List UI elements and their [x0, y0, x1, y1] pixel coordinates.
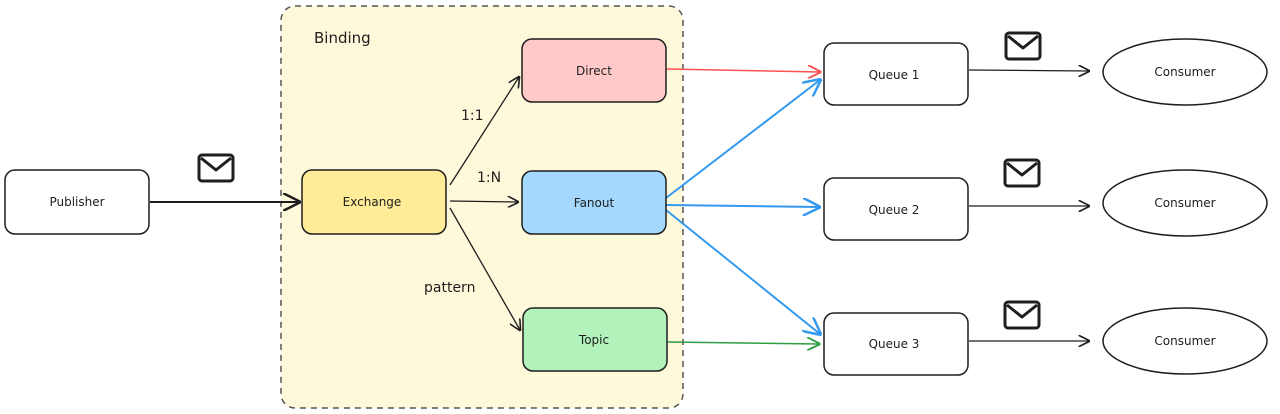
fanout-exchange-node[interactable]: Fanout — [521, 170, 667, 235]
queue3-node[interactable]: Queue 3 — [823, 312, 969, 376]
edge-exchange-fanout — [449, 201, 518, 202]
direct-exchange-node[interactable]: Direct — [521, 38, 667, 103]
queue1-node[interactable]: Queue 1 — [823, 42, 969, 106]
binding-label: Binding — [314, 29, 371, 47]
consumer1-label: Consumer — [1154, 65, 1215, 79]
fanout-label: Fanout — [574, 196, 615, 210]
topic-exchange-node[interactable]: Topic — [522, 307, 668, 372]
queue1-label: Queue 1 — [869, 68, 920, 82]
queue3-label: Queue 3 — [869, 337, 920, 351]
envelope-icon — [1004, 31, 1042, 61]
consumer2-label: Consumer — [1154, 196, 1215, 210]
edge-queue1-consumer1 — [968, 70, 1089, 71]
publisher-label: Publisher — [49, 195, 104, 209]
consumer3-label: Consumer — [1154, 334, 1215, 348]
edge-label-direct: 1:1 — [461, 108, 484, 124]
edge-fanout-queue1 — [665, 80, 820, 199]
envelope-icon — [1003, 300, 1041, 330]
envelope-icon — [1003, 158, 1041, 188]
edge-fanout-queue2 — [665, 205, 819, 207]
edge-direct-queue1 — [666, 69, 820, 72]
exchange-node[interactable]: Exchange — [301, 169, 447, 235]
queue2-node[interactable]: Queue 2 — [823, 177, 969, 241]
edge-exchange-topic — [449, 207, 520, 330]
consumer3-node[interactable]: Consumer — [1102, 307, 1268, 375]
topic-label: Topic — [578, 333, 609, 347]
consumer2-node[interactable]: Consumer — [1102, 169, 1268, 237]
exchange-label: Exchange — [343, 195, 402, 209]
edge-exchange-direct — [449, 77, 519, 186]
consumer1-node[interactable]: Consumer — [1102, 38, 1268, 106]
edge-topic-queue3 — [666, 342, 819, 344]
queue2-label: Queue 2 — [869, 203, 920, 217]
publisher-node[interactable]: Publisher — [4, 169, 150, 235]
envelope-icon — [197, 153, 235, 183]
edge-label-fanout: 1:N — [477, 170, 501, 186]
edge-label-topic: pattern — [424, 280, 475, 296]
edges — [150, 69, 1089, 344]
direct-label: Direct — [576, 64, 612, 78]
edge-fanout-queue3 — [665, 209, 820, 334]
